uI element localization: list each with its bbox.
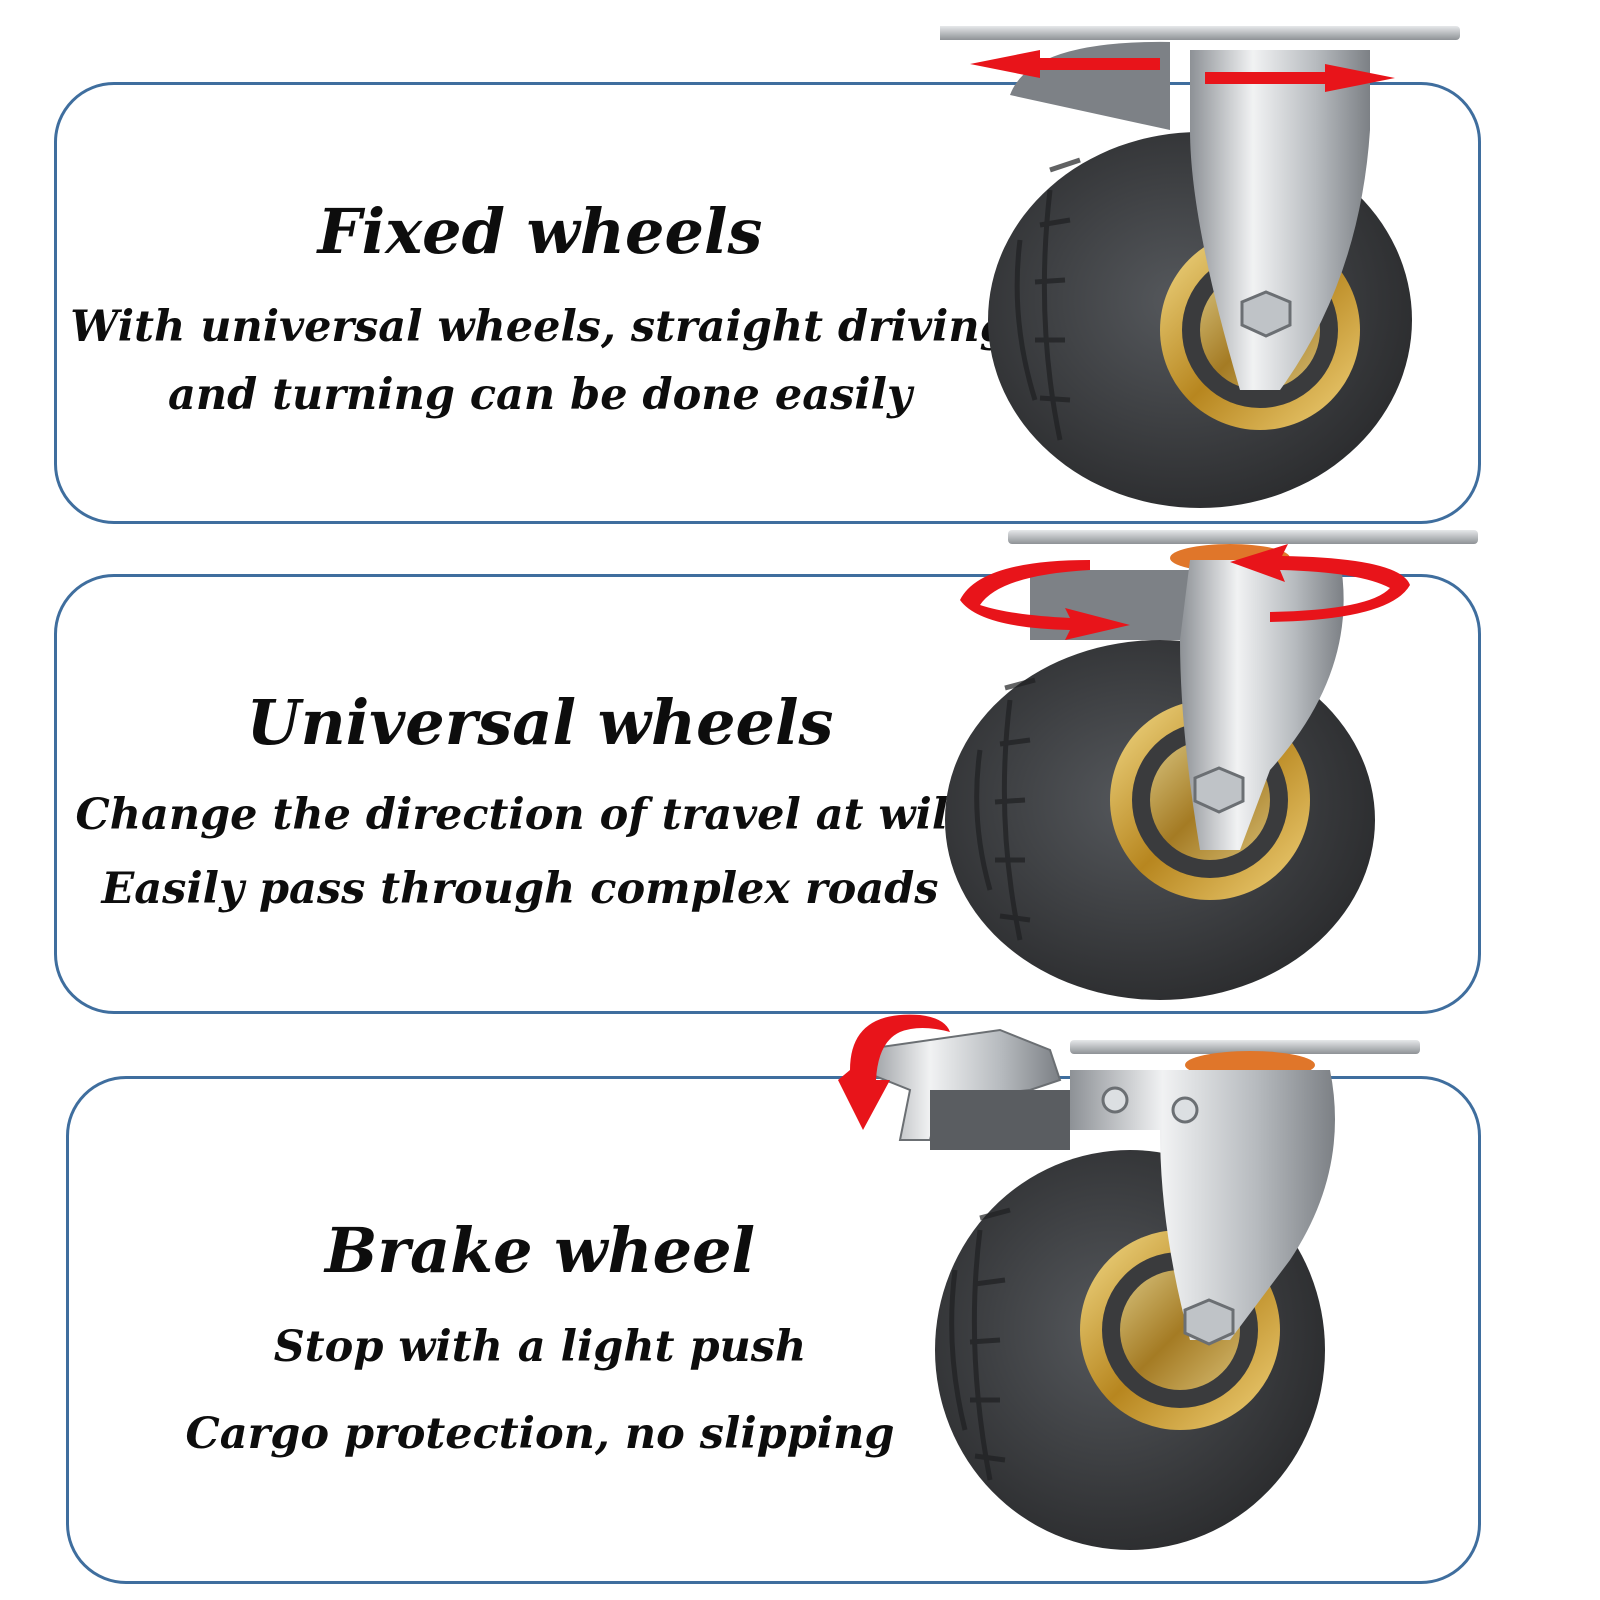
fixed-wheels-line-1: With universal wheels, straight driving — [70, 302, 1010, 352]
brake-wheel-line-1: Stop with a light push — [273, 1322, 807, 1372]
universal-wheels-line-2: Easily pass through complex roads — [101, 864, 939, 914]
fixed-wheels-line-2: and turning can be done easily — [168, 370, 912, 420]
brake-caster-wheel-icon — [838, 1014, 1420, 1550]
universal-wheels-title: Universal wheels — [246, 686, 834, 759]
fixed-wheels-title: Fixed wheels — [317, 195, 763, 268]
fixed-caster-wheel-icon — [940, 26, 1460, 508]
brake-wheel-title: Brake wheel — [324, 1214, 756, 1287]
swivel-caster-wheel-icon — [945, 530, 1478, 1000]
universal-wheels-line-1: Change the direction of travel at will — [75, 790, 965, 840]
brake-wheel-line-2: Cargo protection, no slipping — [185, 1409, 895, 1459]
